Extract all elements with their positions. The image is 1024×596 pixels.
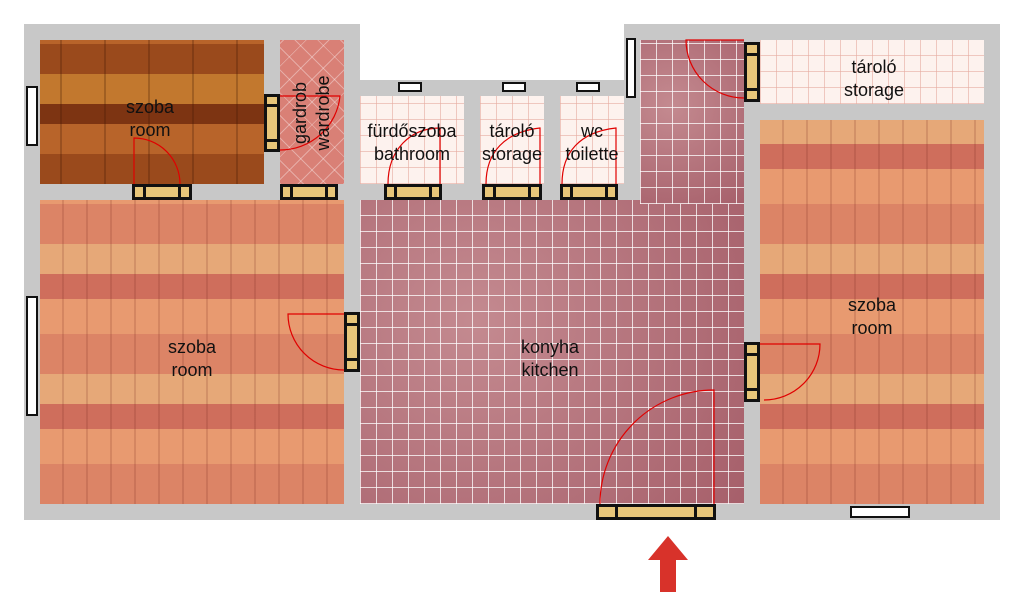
door-storage-mid[interactable]	[482, 184, 542, 200]
door-arc-storage	[485, 127, 541, 185]
label-bathroom: fürdőszoba bathroom	[352, 120, 472, 166]
room-storage-right	[760, 40, 984, 104]
label-toilet: wc toilette	[542, 120, 642, 166]
room-toilet	[560, 96, 624, 184]
door-arc-bathroom	[387, 127, 441, 185]
door-entrance[interactable]	[596, 504, 716, 520]
door-arc-room-right	[760, 343, 821, 401]
label-hu: szoba	[125, 97, 175, 117]
label-hu: wc	[581, 121, 603, 141]
label-en: bathroom	[373, 144, 451, 164]
window-storage-mid	[502, 82, 526, 92]
label-hu: szoba	[847, 295, 897, 315]
label-storage-right: tároló storage	[814, 56, 934, 102]
room-wardrobe	[280, 40, 344, 184]
label-hu: tároló	[489, 121, 535, 141]
door-wardrobe[interactable]	[280, 184, 338, 200]
door-top-left-room[interactable]	[132, 184, 192, 200]
room-storage-mid	[480, 96, 544, 184]
label-en: kitchen	[521, 360, 579, 380]
label-hu: konyha	[520, 337, 580, 357]
label-en: room	[851, 318, 893, 338]
window-left-room	[26, 296, 38, 416]
window-hallway	[626, 38, 636, 98]
door-arc-room-left	[287, 313, 345, 371]
label-room-left: szoba room	[142, 336, 242, 382]
door-top-left-to-wardrobe[interactable]	[264, 94, 280, 152]
label-en: room	[171, 360, 213, 380]
door-storage-right[interactable]	[744, 42, 760, 102]
label-en: wardrobe	[313, 75, 333, 151]
label-hu: fürdőszoba	[367, 121, 457, 141]
label-hu: szoba	[167, 337, 217, 357]
label-kitchen: konyha kitchen	[500, 336, 600, 382]
door-arc-toilet	[561, 127, 617, 185]
label-hu: tároló	[851, 57, 897, 77]
arrow-up-icon	[648, 536, 688, 592]
label-hu: gardrob	[290, 81, 310, 145]
door-bathroom[interactable]	[384, 184, 442, 200]
door-room-right[interactable]	[744, 342, 760, 402]
label-wardrobe: gardrob wardrobe	[289, 63, 335, 163]
label-room-top-left: szoba room	[100, 96, 200, 142]
window-room-right	[850, 506, 910, 518]
door-arc-top-left	[133, 137, 181, 185]
label-en: storage	[481, 144, 543, 164]
door-toilet[interactable]	[560, 184, 618, 200]
label-room-right: szoba room	[822, 294, 922, 340]
label-en: room	[129, 120, 171, 140]
door-arc-kitchen-entry	[599, 389, 715, 505]
room-bathroom	[360, 96, 464, 184]
door-arc-wardrobe	[279, 95, 341, 151]
window-top-left-room	[26, 86, 38, 146]
label-storage-mid: tároló storage	[462, 120, 562, 166]
room-top-left	[40, 40, 264, 184]
window-toilet	[576, 82, 600, 92]
room-right	[760, 120, 984, 504]
door-arc-storage-right	[685, 39, 745, 99]
label-en: storage	[843, 80, 905, 100]
window-bathroom	[398, 82, 422, 92]
label-en: toilette	[565, 144, 619, 164]
room-kitchen	[360, 200, 744, 504]
room-left	[40, 200, 344, 504]
door-room-left[interactable]	[344, 312, 360, 372]
